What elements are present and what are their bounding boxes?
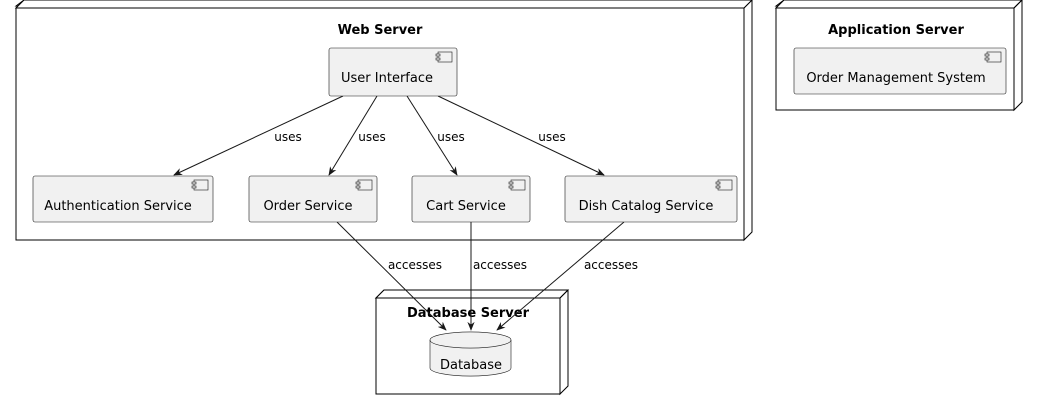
component-user-interface: User Interface [328,47,458,97]
edge-label-ui-dish: uses [538,130,566,144]
component-order-management-system: Order Management System [793,47,1007,95]
component-label-dish-catalog-service: Dish Catalog Service [579,199,714,214]
component-authentication-service: Authentication Service [32,175,214,223]
component-label-authentication-service: Authentication Service [44,199,192,214]
edge-label-cart-db: accesses [473,258,527,272]
component-cart-service: Cart Service [411,175,531,223]
edge-cart-db: accesses [467,222,527,331]
node-title-web-server: Web Server [338,23,423,38]
edge-label-dish-db: accesses [584,258,638,272]
edge-label-ui-auth: uses [274,130,302,144]
edge-label-order-db: accesses [388,258,442,272]
database-cylinder: Database [429,331,512,377]
database-label: Database [440,358,502,373]
edge-order-db: accesses [336,221,447,331]
component-label-cart-service: Cart Service [426,199,506,214]
component-label-order-service: Order Service [263,199,352,214]
node-title-application-server: Application Server [828,23,964,38]
edge-label-ui-order: uses [358,130,386,144]
edge-ui-cart: uses [406,95,465,176]
component-dish-catalog-service: Dish Catalog Service [564,175,738,223]
edge-label-ui-cart: uses [437,130,465,144]
component-label-order-management-system: Order Management System [806,71,985,86]
node-title-database-server: Database Server [407,306,530,321]
edge-dish-db: accesses [496,221,638,331]
edge-ui-auth: uses [173,95,344,176]
component-label-user-interface: User Interface [341,71,433,86]
component-order-service: Order Service [248,175,378,223]
node-database-server: Database Server [374,289,570,396]
edge-ui-order: uses [328,95,386,176]
edge-ui-dish: uses [437,95,605,176]
